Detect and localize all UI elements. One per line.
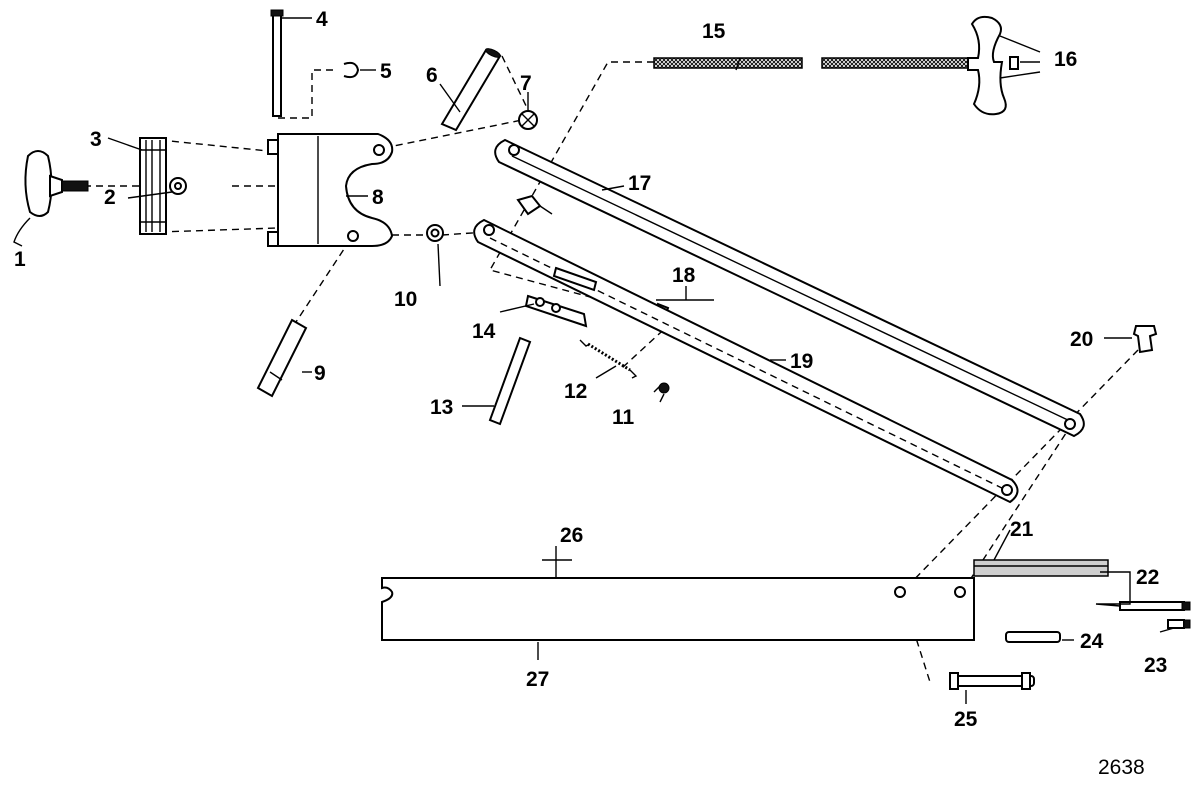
callout-3: 3 [90, 128, 102, 151]
callout-15: 15 [702, 20, 726, 43]
callout-14: 14 [472, 320, 496, 343]
callout-13: 13 [430, 396, 453, 419]
arm-fitting [516, 194, 553, 216]
callout-21: 21 [1010, 518, 1034, 541]
part-15-cable [653, 57, 969, 69]
callout-19: 19 [790, 350, 813, 373]
part-23-tip [1167, 619, 1191, 629]
part-9-pin [256, 318, 308, 398]
callout-8: 8 [372, 186, 384, 209]
part-12-spring [579, 339, 638, 379]
callout-7: 7 [520, 72, 532, 95]
callout-2: 2 [104, 186, 116, 209]
callout-27: 27 [526, 668, 549, 691]
callout-25: 25 [954, 708, 978, 731]
part-20-pivot [1132, 325, 1158, 354]
callout-12: 12 [564, 380, 587, 403]
part-1-knob [13, 150, 89, 247]
part-3-clamp-block [139, 137, 167, 235]
callout-6: 6 [426, 64, 438, 87]
callout-20: 20 [1070, 328, 1093, 351]
callout-5: 5 [380, 60, 392, 83]
part-7-nut [518, 110, 538, 130]
part-13-pin [488, 336, 532, 426]
part-11-screw [653, 382, 670, 394]
callout-1: 1 [14, 248, 26, 271]
part-17-upper-arm [494, 138, 1085, 438]
part-10-washer [426, 224, 444, 242]
callout-26: 26 [560, 524, 583, 547]
callout-leaders [107, 17, 1175, 704]
callout-11: 11 [612, 406, 635, 429]
callout-9: 9 [314, 362, 326, 385]
part-24-pin [1005, 631, 1061, 643]
part-27-base-rail [381, 577, 975, 641]
part-19-lower-arm [473, 218, 1019, 504]
part-8-bracket [267, 133, 394, 247]
part-4-pin [270, 9, 284, 117]
part-16-t-handle [967, 15, 1019, 116]
part-2-eyelet [169, 177, 187, 195]
callout-17: 17 [628, 172, 651, 195]
part-25-pivot-pin [949, 672, 1035, 690]
figure-number: 2638 [1098, 756, 1145, 779]
callout-16: 16 [1054, 48, 1077, 71]
part-21-plate [973, 559, 1109, 577]
callout-10: 10 [394, 288, 417, 311]
part-5-clip [343, 61, 360, 79]
callout-23: 23 [1144, 654, 1167, 677]
part-14-latch-plate [524, 294, 588, 328]
callout-18: 18 [672, 264, 696, 287]
callout-22: 22 [1136, 566, 1159, 589]
callout-24: 24 [1080, 630, 1104, 653]
callout-4: 4 [316, 8, 328, 31]
part-6-roller [440, 48, 502, 132]
callout-labels: 1 2 3 4 5 6 7 8 9 10 11 12 13 14 15 16 1… [14, 8, 1167, 731]
